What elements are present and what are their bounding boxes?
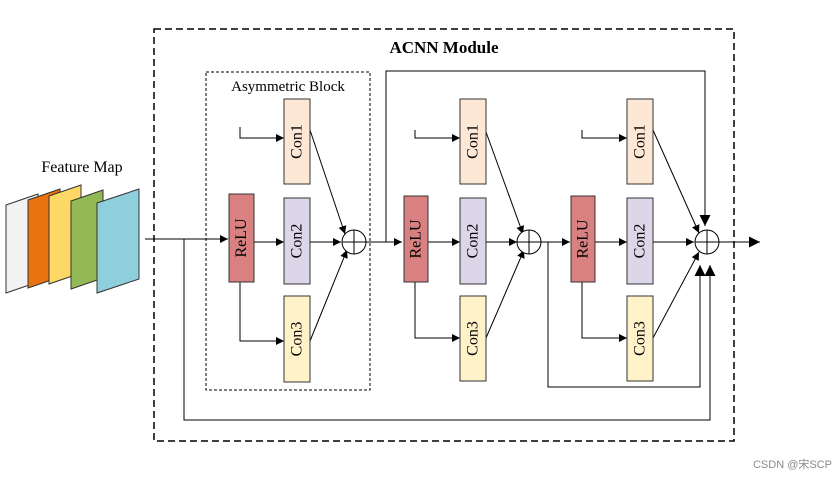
block-3-relu-label: ReLU [575, 219, 592, 259]
input-connections [145, 235, 716, 421]
block-2-con2-label: Con2 [465, 224, 482, 259]
watermark: CSDN @宋SCP [753, 457, 832, 471]
skip-connections [385, 70, 711, 388]
block-1-relu [228, 193, 255, 283]
block-2-sum-node [516, 229, 542, 255]
block-2: ReLU Con1 Con2 Con3 [403, 98, 570, 382]
block-1: ReLU Con1 Con2 Con3 [228, 98, 402, 383]
block-2-con3 [459, 295, 487, 382]
block-3-sum-node [694, 229, 720, 255]
block-1-con1 [283, 98, 311, 185]
block-2-con1 [459, 98, 487, 185]
feature-map-label: Feature Map [41, 159, 122, 176]
block-1-con2 [283, 197, 311, 285]
block-2-relu-label: ReLU [408, 219, 425, 259]
block-1-relu-label: ReLU [233, 218, 250, 258]
feature-map-layer-5 [96, 188, 140, 294]
block-2-con2 [459, 197, 487, 285]
block-1-con3-label: Con3 [289, 322, 306, 357]
block-3-con2 [626, 197, 654, 285]
block-3-con3 [626, 295, 654, 382]
asymmetric-block-boundary [205, 71, 371, 391]
block-2-relu [403, 195, 429, 283]
block-1-con2-label: Con2 [289, 224, 306, 259]
block-3-relu [570, 195, 596, 283]
module-boundary [153, 28, 735, 442]
block-1-con3 [283, 295, 311, 383]
block-1-con1-label: Con1 [289, 124, 306, 159]
block-3: ReLU Con1 Con2 Con3 [570, 98, 760, 382]
feature-map: Feature Map [5, 159, 140, 294]
block-1-sum-node [341, 229, 367, 255]
block-2-con3-label: Con3 [465, 321, 482, 356]
module-title: ACNN Module [389, 38, 499, 57]
block-2-con1-label: Con1 [465, 124, 482, 159]
block-3-con1-label: Con1 [632, 124, 649, 159]
block-3-con1 [626, 98, 654, 185]
block-3-con3-label: Con3 [632, 321, 649, 356]
asymmetric-block-title: Asymmetric Block [231, 79, 345, 95]
block-3-con2-label: Con2 [632, 224, 649, 259]
